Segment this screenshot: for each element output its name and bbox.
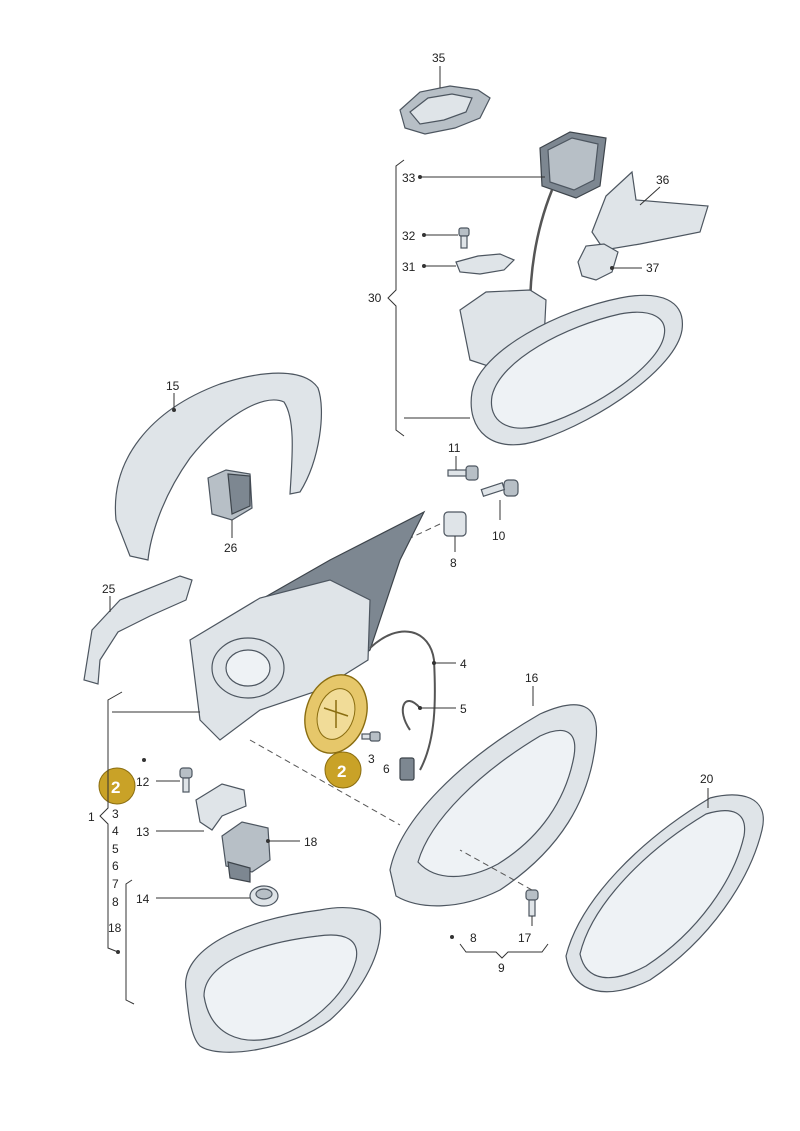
svg-text:2: 2 — [337, 762, 346, 781]
part-bottom-housing[interactable] — [185, 907, 382, 1053]
part-16-mirror-frame[interactable] — [389, 704, 598, 907]
label-33: 33 — [402, 171, 416, 185]
part-14-ring[interactable] — [249, 885, 279, 907]
label-31: 31 — [402, 260, 416, 274]
part-1-mirror-base[interactable] — [189, 510, 426, 741]
part-35-connector[interactable] — [399, 85, 491, 135]
label-6: 6 — [383, 762, 390, 776]
label-16: 16 — [525, 671, 539, 685]
part-17-screw[interactable] — [525, 889, 539, 917]
part-30-mirror-housing[interactable] — [459, 289, 683, 446]
label-12: 12 — [136, 775, 150, 789]
part-36-cover[interactable] — [591, 170, 709, 251]
part-33-connector-cable[interactable] — [528, 131, 607, 311]
label-3-center: 3 — [368, 752, 375, 766]
label-10: 10 — [492, 529, 506, 543]
label-18: 18 — [304, 835, 318, 849]
label-35: 35 — [432, 51, 446, 65]
part-11-screw[interactable] — [447, 465, 479, 481]
label-4: 4 — [460, 657, 467, 671]
part-37-bracket[interactable] — [577, 243, 619, 281]
label-8-list: 8 — [112, 895, 119, 909]
label-15: 15 — [166, 379, 180, 393]
label-32: 32 — [402, 229, 416, 243]
part-26-lamp[interactable] — [207, 469, 253, 521]
label-14: 14 — [136, 892, 150, 906]
part-3-screw[interactable] — [361, 731, 381, 742]
part-31-clip[interactable] — [455, 253, 516, 275]
label-5: 5 — [460, 702, 467, 716]
label-1: 1 — [88, 810, 95, 824]
label-9: 9 — [498, 961, 505, 975]
label-36: 36 — [656, 173, 670, 187]
part-5-cable[interactable] — [401, 700, 421, 731]
label-18-list: 18 — [108, 921, 122, 935]
label-8-top: 8 — [450, 556, 457, 570]
label-11: 11 — [448, 441, 461, 455]
label-4-list: 4 — [112, 824, 119, 838]
label-17: 17 — [518, 931, 532, 945]
part-18-motor[interactable] — [221, 821, 271, 883]
part-6-connector[interactable] — [399, 757, 415, 781]
label-8-bottom: 8 — [470, 931, 477, 945]
label-20: 20 — [700, 772, 714, 786]
label-5-list: 5 — [112, 842, 119, 856]
part-20-mirror-glass[interactable] — [565, 794, 764, 993]
part-8-bushing[interactable] — [443, 511, 467, 537]
highlight-badge-left[interactable]: 2 — [98, 767, 136, 805]
part-2-adjustment-plate[interactable] — [295, 667, 377, 762]
svg-text:2: 2 — [111, 778, 120, 797]
part-10-bolt[interactable] — [480, 479, 519, 498]
label-30: 30 — [368, 291, 382, 305]
part-13-bracket[interactable] — [195, 783, 247, 831]
label-6-list: 6 — [112, 859, 119, 873]
label-13: 13 — [136, 825, 150, 839]
part-32-screw[interactable] — [458, 227, 470, 249]
part-4-cable[interactable] — [369, 630, 436, 771]
part-25-turn-signal[interactable] — [83, 575, 193, 685]
label-25: 25 — [102, 582, 116, 596]
label-37: 37 — [646, 261, 660, 275]
part-12-screw[interactable] — [179, 767, 193, 793]
label-7-list: 7 — [112, 877, 119, 891]
label-3-list: 3 — [112, 807, 119, 821]
label-26: 26 — [224, 541, 238, 555]
highlight-badge-center[interactable]: 2 — [324, 751, 362, 789]
part-15-outer-cap[interactable] — [114, 372, 323, 561]
